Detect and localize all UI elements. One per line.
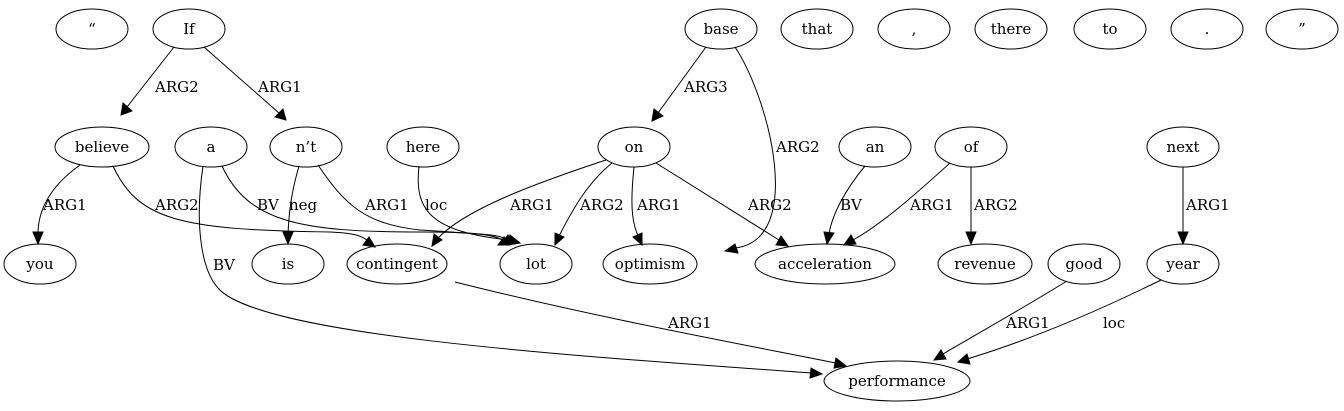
edge-a-performance: BV: [198, 165, 824, 379]
edge-on-lot: ARG2: [554, 162, 624, 247]
edge-label: ARG1: [1005, 314, 1050, 332]
edge-on-acceleration: ARG2: [655, 162, 792, 247]
node-label: ,: [912, 20, 917, 38]
edge-label: ARG1: [636, 196, 681, 214]
node-label: lot: [526, 255, 546, 273]
edge-year-performance: loc: [956, 279, 1162, 365]
edge-label: ARG2: [747, 196, 792, 214]
node-label: believe: [75, 138, 129, 156]
node-here: here: [386, 126, 460, 168]
edge-label: ARG2: [154, 78, 199, 96]
edge-label: ARG1: [509, 196, 554, 214]
node-label: n’t: [296, 138, 316, 156]
node-label: you: [25, 255, 54, 273]
node-lquote: “: [55, 8, 129, 50]
node-label: “: [88, 20, 96, 38]
edge-label: ARG1: [909, 196, 954, 214]
node-to: to: [1073, 8, 1147, 50]
node-you: you: [3, 243, 77, 285]
node-label: optimism: [615, 255, 685, 273]
node-label: base: [703, 20, 738, 38]
node-label: an: [866, 138, 885, 156]
edge-of-revenue: ARG2: [965, 167, 1018, 246]
node-label: performance: [848, 372, 946, 390]
edge-label: ARG2: [973, 196, 1018, 214]
edge-here-lot: loc: [417, 165, 522, 246]
node-label: is: [282, 255, 295, 273]
node-an: an: [838, 126, 912, 168]
edge-label: BV: [257, 196, 280, 214]
edge-label: loc: [1103, 314, 1125, 332]
edge-label: ARG2: [775, 138, 820, 156]
node-label: contingent: [356, 255, 438, 273]
node-revenue: revenue: [937, 243, 1033, 285]
edge-label: ARG1: [42, 196, 87, 214]
node-good: good: [1047, 243, 1121, 285]
node-label: here: [406, 138, 441, 156]
node-label: that: [802, 20, 833, 38]
node-acceleration: acceleration: [754, 243, 896, 285]
edge-good-performance: ARG1: [932, 280, 1068, 361]
node-label: If: [183, 20, 196, 38]
node-if: If: [152, 8, 226, 50]
node-label: good: [1065, 255, 1103, 273]
edge-next-year: ARG1: [1177, 167, 1230, 246]
node-label: year: [1165, 255, 1200, 273]
node-optimism: optimism: [602, 243, 698, 285]
edge-nt-is: neg: [282, 165, 318, 246]
node-base: base: [684, 8, 758, 50]
node-on: on: [597, 126, 671, 168]
node-lot: lot: [499, 243, 573, 285]
edge-label: loc: [425, 196, 447, 214]
node-rquote: ”: [1265, 8, 1339, 50]
node-nt: n’t: [269, 126, 343, 168]
node-that: that: [780, 8, 854, 50]
edge-of-acceleration: ARG1: [842, 162, 954, 246]
node-of: of: [934, 126, 1008, 168]
edge-base-on: ARG3: [651, 46, 728, 122]
node-label: revenue: [954, 255, 1016, 273]
node-comma: ,: [877, 8, 951, 50]
node-label: ”: [1298, 20, 1306, 38]
edge-label: ARG1: [1185, 196, 1230, 214]
node-year: year: [1146, 243, 1220, 285]
edge-on-contingent: ARG1: [431, 159, 607, 247]
node-period: .: [1170, 8, 1244, 50]
edge-label: ARG3: [683, 78, 728, 96]
node-is: is: [251, 243, 325, 285]
edge-base-optimism: ARG2: [723, 46, 820, 254]
edge-contingent-performance: ARG1: [454, 281, 848, 369]
node-label: there: [991, 20, 1032, 38]
node-believe: believe: [54, 126, 150, 168]
node-there: there: [974, 8, 1048, 50]
edge-if-nt: ARG1: [203, 46, 302, 121]
edge-label: ARG2: [579, 196, 624, 214]
edge-label: ARG1: [667, 314, 712, 332]
node-label: on: [625, 138, 644, 156]
node-label: next: [1166, 138, 1199, 156]
node-a: a: [174, 126, 248, 168]
edge-label: BV: [213, 256, 236, 274]
edge-believe-contingent: ARG2: [112, 165, 376, 248]
edge-nt-lot: ARG1: [317, 164, 515, 245]
edge-on-optimism: ARG1: [631, 166, 681, 247]
edge-an-acceleration: BV: [823, 165, 866, 246]
node-label: .: [1205, 20, 1210, 38]
node-label: a: [207, 138, 216, 156]
edge-if-believe: ARG2: [120, 46, 199, 116]
node-label: of: [964, 138, 980, 156]
edge-believe-you: ARG1: [32, 164, 87, 246]
node-performance: performance: [823, 360, 971, 402]
node-label: acceleration: [778, 255, 872, 273]
node-next: next: [1146, 126, 1220, 168]
edge-label: ARG2: [154, 196, 199, 214]
node-label: to: [1102, 20, 1117, 38]
edge-label: ARG1: [364, 196, 409, 214]
edge-label: BV: [840, 196, 863, 214]
edge-label: neg: [289, 196, 318, 214]
edge-label: ARG1: [257, 78, 302, 96]
node-contingent: contingent: [346, 243, 448, 285]
